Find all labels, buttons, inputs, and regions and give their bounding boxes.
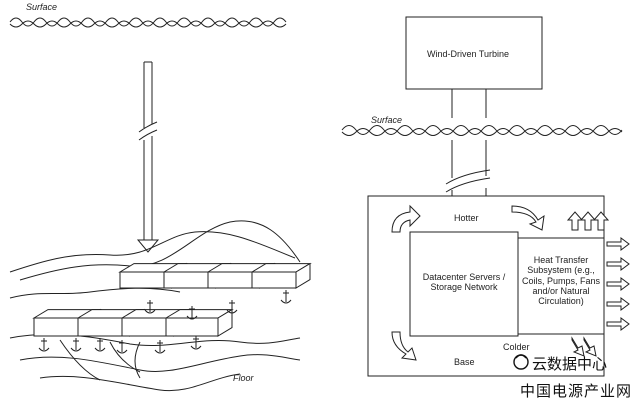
- base-label: Base: [454, 357, 475, 367]
- down-arrow: [136, 61, 160, 253]
- platform-beam: [251, 271, 297, 289]
- watermark-line2: 中国电源产业网: [520, 382, 633, 400]
- watermark-logo-icon: [513, 354, 529, 370]
- anchor-icon: [94, 338, 106, 352]
- platform-beam-side: [295, 262, 311, 289]
- mooring-line: [59, 339, 141, 381]
- servers-label: Datacenter Servers / Storage Network: [414, 272, 514, 293]
- right-surface-wave: [341, 125, 623, 135]
- anchor-icon: [70, 338, 82, 352]
- heat-line: Heat Transfer: [533, 255, 589, 265]
- anchor-icon: [280, 290, 292, 304]
- anchor-icon: [144, 300, 156, 314]
- anchor-icon: [38, 338, 50, 352]
- platform-beam: [165, 317, 219, 337]
- right-surface-label: Surface: [371, 115, 403, 125]
- right-diagram: [341, 16, 630, 377]
- heat-line: and/or Natural: [532, 286, 590, 297]
- anchor-icon: [154, 340, 166, 354]
- heat-line: Subsystem (e.g.,: [527, 265, 595, 276]
- platform-beam-side: [217, 308, 233, 337]
- left-diagram: [9, 17, 301, 392]
- watermark-line1: 云数据中心: [532, 355, 608, 373]
- servers-label-line1: Datacenter Servers /: [422, 272, 506, 282]
- anchor-icon: [190, 336, 202, 350]
- heat-transfer-box: [517, 237, 605, 335]
- anchor-icon: [226, 300, 238, 314]
- server-box: [409, 231, 519, 337]
- circ-arrow-top-left: [391, 204, 421, 233]
- turbine-box: [405, 16, 543, 90]
- turbine-label: Wind-Driven Turbine: [427, 49, 510, 59]
- colder-label: Colder: [503, 342, 530, 352]
- heat-line: Circulation): [538, 296, 584, 307]
- heat-transfer-label: Heat Transfer Subsystem (e.g., Coils, Pu…: [520, 255, 602, 307]
- heat-line: Coils, Pumps, Fans: [521, 275, 601, 286]
- anchor-icon: [116, 340, 128, 354]
- servers-label-line2: Storage Network: [430, 282, 498, 293]
- circ-arrow-top-right: [511, 205, 545, 231]
- left-surface-label: Surface: [26, 2, 58, 12]
- left-surface-wave: [9, 17, 287, 27]
- hotter-label: Hotter: [454, 213, 479, 223]
- circ-arrow-bottom-left: [391, 331, 417, 361]
- left-floor-label: Floor: [233, 373, 254, 383]
- anchor-icon: [186, 306, 198, 320]
